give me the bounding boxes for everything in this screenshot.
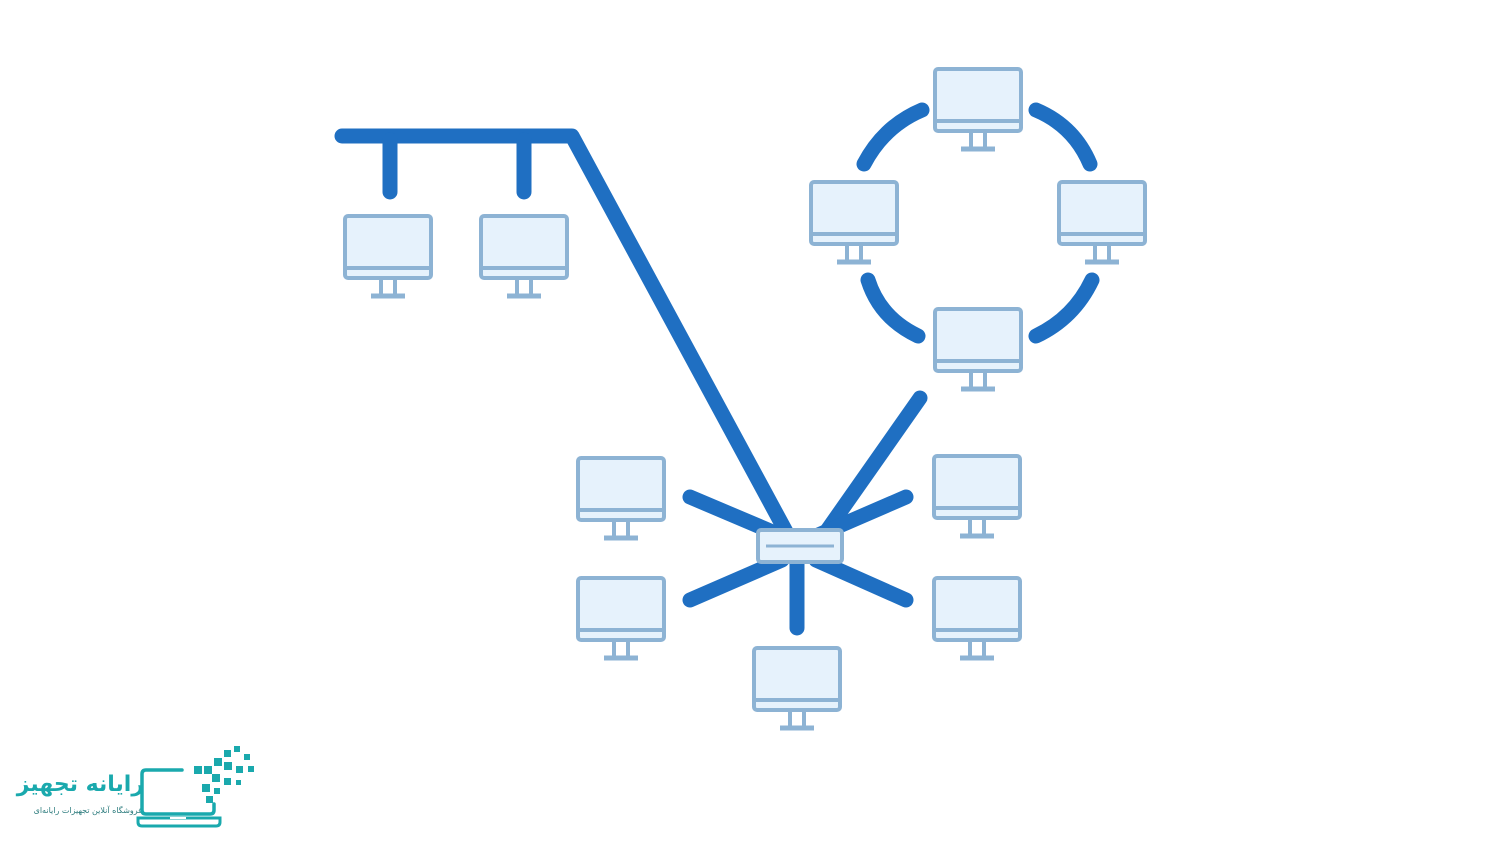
star-computer-bottom	[754, 648, 840, 728]
star-computer-lower-left	[578, 578, 664, 658]
brand-subtitle: فروشگاه آنلاین تجهیزات رایانه‌ای	[33, 806, 142, 815]
bus-computer-1	[345, 216, 431, 296]
ring-computer-left	[811, 182, 897, 262]
ring-topology	[804, 69, 1145, 560]
bus-topology	[334, 128, 805, 560]
brand-logo: رایانه تجهیز فروشگاه آنلاین تجهیزات رایا…	[14, 744, 264, 830]
ring-computer-top	[935, 69, 1021, 149]
ring-link-bottom-right	[1028, 272, 1100, 344]
star-computer-upper-left	[578, 458, 664, 538]
star-computer-lower-right	[934, 578, 1020, 658]
laptop-pixels-icon	[136, 746, 254, 828]
switch-icon	[756, 528, 844, 564]
bus-backbone	[334, 128, 805, 560]
star-computer-upper-right	[934, 456, 1020, 536]
ring-computer-right	[1059, 182, 1145, 262]
ring-link-bottom-left	[860, 272, 926, 344]
brand-title: رایانه تجهیز	[16, 772, 144, 797]
star-link-lower-left	[682, 552, 790, 608]
ring-link-top-left	[856, 102, 930, 172]
star-topology	[578, 456, 1020, 728]
ring-computer-bottom	[935, 309, 1021, 389]
star-link-lower-right	[808, 552, 914, 608]
bus-computer-2	[481, 216, 567, 296]
ring-link-top-right	[1028, 102, 1098, 172]
